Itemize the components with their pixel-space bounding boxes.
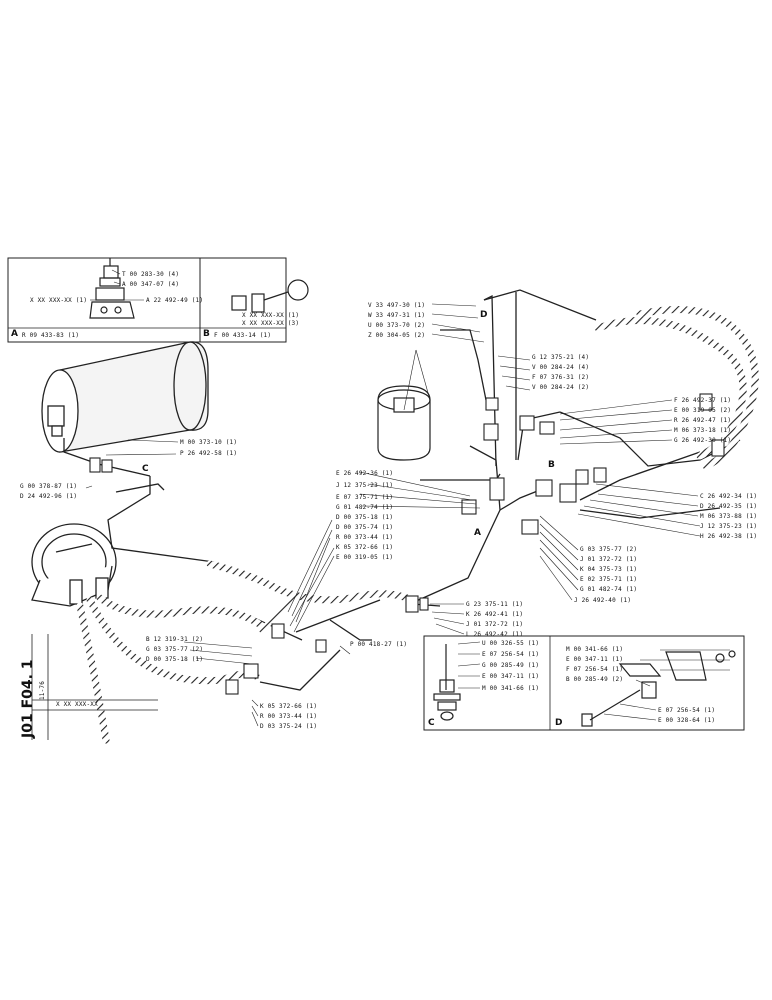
callout-g03-gg: G 03 375-77 (2) <box>146 646 204 653</box>
callout-v00-b: V 00 284-24 (2) <box>532 384 590 391</box>
callout-c26: C 26 492-34 (1) <box>700 493 758 500</box>
callout-h26: H 26 492-38 (1) <box>700 533 758 540</box>
callout-d03-bg: D 03 375-24 (1) <box>260 723 318 730</box>
inset-d-part-5: E 07 256-54 (1) <box>658 707 716 714</box>
inset-a-part-3: X XX XXX-XX (1) <box>30 297 88 304</box>
callout-r00-mid: R 00 373-44 (1) <box>336 534 394 541</box>
inset-d-part-1: M 00 341-66 (1) <box>566 646 624 653</box>
inset-cd-frame <box>423 635 745 731</box>
callout-j26-cr: J 26 492-40 (1) <box>574 597 632 604</box>
inset-b-letter: B <box>203 329 210 339</box>
callout-f07: F 07 376-31 (2) <box>532 374 590 381</box>
callout-b12: B 12 319-31 (2) <box>146 636 204 643</box>
callout-e07-mid: E 07 375-71 (1) <box>336 494 394 501</box>
callout-d24: D 24 492-96 (1) <box>20 493 78 500</box>
callout-m06-18: M 06 373-18 (1) <box>674 427 732 434</box>
callout-d00-74: D 00 375-74 (1) <box>336 524 394 531</box>
inset-d-letter: D <box>555 718 563 728</box>
callout-e00-mid: E 00 319-05 (1) <box>336 554 394 561</box>
callout-d00-18: D 00 375-18 (1) <box>336 514 394 521</box>
callout-e00-319: E 00 319-05 (2) <box>674 407 732 414</box>
sheet-code: J01 F04. 1 <box>20 659 36 738</box>
callout-m06-88: M 06 373-88 (1) <box>700 513 758 520</box>
callout-k05-mid: K 05 372-66 (1) <box>336 544 394 551</box>
callout-k04-cr: K 04 375-73 (1) <box>580 566 638 573</box>
inset-c-letter: C <box>428 718 435 728</box>
callout-d26: D 26 492-35 (1) <box>700 503 758 510</box>
inset-d-part-6: E 00 328-64 (1) <box>658 717 716 724</box>
callout-w33: W 33 497-31 (1) <box>368 312 426 319</box>
inset-a-main: R 09 433-83 (1) <box>22 332 80 339</box>
callout-g12: G 12 375-21 (4) <box>532 354 590 361</box>
pipe-fittings <box>89 393 725 695</box>
callout-j12-mid: J 12 375-23 (1) <box>336 482 394 489</box>
oil-tank <box>41 341 209 453</box>
inset-c-part-3: G 00 285-49 (1) <box>482 662 540 669</box>
sheet-ref: X XX XXX-XX <box>56 701 98 708</box>
detail-letter-d: D <box>480 310 488 320</box>
callout-e02-cr: E 02 375-71 (1) <box>580 576 638 583</box>
inset-b-fitting-drawing <box>231 279 309 313</box>
inset-c-part-5: M 00 341-66 (1) <box>482 685 540 692</box>
callout-u00: U 00 373-70 (2) <box>368 322 426 329</box>
inset-d-part-3: F 07 256-54 (1) <box>566 666 624 673</box>
callout-r00-bg: R 00 373-44 (1) <box>260 713 318 720</box>
sheet-date: 11-76 <box>39 680 46 700</box>
inset-c-part-1: U 00 326-55 (1) <box>482 640 540 647</box>
callout-d00-gg: D 00 375-18 (1) <box>146 656 204 663</box>
inset-c-part-2: E 07 256-54 (1) <box>482 651 540 658</box>
inset-d-part-2: E 00 347-11 (1) <box>566 656 624 663</box>
callout-g23: G 23 375-11 (1) <box>466 601 524 608</box>
callout-k05-bg: K 05 372-66 (1) <box>260 703 318 710</box>
inset-c-bolt-drawing <box>433 644 461 721</box>
callout-e26-36: E 26 492-36 (1) <box>336 470 394 477</box>
callout-l26: L 26 492-42 (1) <box>466 631 524 638</box>
braided-hoses <box>76 306 759 744</box>
callout-z00: Z 00 304-05 (2) <box>368 332 426 339</box>
callout-m00-373: M 00 373-10 (1) <box>180 439 238 446</box>
callout-k26: K 26 492-41 (1) <box>466 611 524 618</box>
callout-g00-378: G 00 378-87 (1) <box>20 483 78 490</box>
inset-d-bracket-drawing <box>581 650 736 727</box>
detail-letter-a: A <box>474 528 481 538</box>
inset-b-frame <box>199 257 287 343</box>
callout-j12: J 12 375-23 (1) <box>700 523 758 530</box>
callout-v33: V 33 497-30 (1) <box>368 302 426 309</box>
inset-a-valve-drawing <box>89 258 135 319</box>
inset-a-part-4: A 22 492-49 (1) <box>146 297 204 304</box>
callout-j01-cr: J 01 372-72 (1) <box>580 556 638 563</box>
inset-b-part-2: X XX XXX-XX (3) <box>242 320 300 327</box>
detail-letter-c: C <box>142 464 149 474</box>
inset-b-main: F 00 433-14 (1) <box>214 332 272 339</box>
callout-g01-cr: G 01 482-74 (1) <box>580 586 638 593</box>
callout-p00: P 00 418-27 (1) <box>350 641 408 648</box>
inset-c-part-4: E 00 347-11 (1) <box>482 673 540 680</box>
callout-v00-a: V 00 284-24 (4) <box>532 364 590 371</box>
valve-tank <box>377 385 431 461</box>
inset-a-part-2: A 00 347-07 (4) <box>122 281 180 288</box>
callout-p26: P 26 492-58 (1) <box>180 450 238 457</box>
pressure-gauge <box>31 523 117 607</box>
inset-d-part-4: B 00 285-49 (2) <box>566 676 624 683</box>
callout-f26: F 26 492-37 (1) <box>674 397 732 404</box>
inset-a-part-1: T 00 283-30 (4) <box>122 271 180 278</box>
callout-r26: R 26 492-47 (1) <box>674 417 732 424</box>
inset-a-letter: A <box>11 329 18 339</box>
callout-g03-cr: G 03 375-77 (2) <box>580 546 638 553</box>
callout-j01-cl: J 01 372-72 (1) <box>466 621 524 628</box>
detail-letter-b: B <box>548 460 555 470</box>
leader-lines <box>85 269 730 727</box>
callout-g26: G 26 492-30 (1) <box>674 437 732 444</box>
inset-b-part-1: X XX XXX-XX (1) <box>242 312 300 319</box>
callout-g01-mid: G 01 482-74 (1) <box>336 504 394 511</box>
